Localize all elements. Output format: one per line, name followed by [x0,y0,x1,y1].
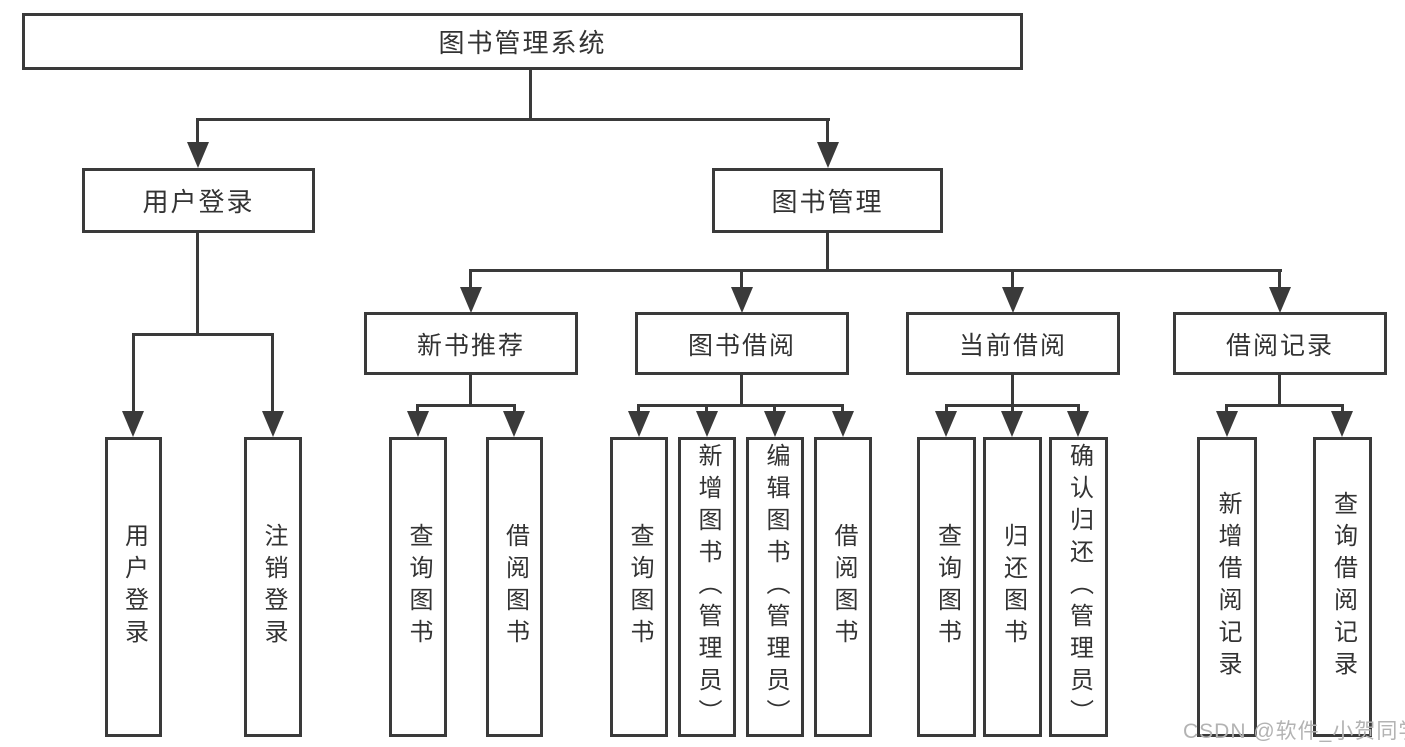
connector-line [1011,404,1014,414]
section-label: 当前借阅 [958,331,1067,360]
leaf-box-query-borrow-record: 查询借阅记录 [1313,437,1372,737]
section-box-current-borrow: 当前借阅 [906,312,1120,375]
connector-line [637,404,843,407]
connector-line [132,333,273,336]
leaf-label: 查询图书 [933,523,961,651]
connector-line [469,269,1282,272]
connector-line [705,404,708,414]
connector-line [416,404,515,407]
arrow-down-icon [1001,411,1023,437]
leaf-box-query-books-recommend: 查询图书 [389,437,447,737]
leaf-label: 新增图书（管理员） [694,443,721,731]
arrow-down-icon [1216,411,1238,437]
leaf-label: 确认归还（管理员） [1065,443,1093,731]
leaf-label: 借阅图书 [501,523,529,651]
leaf-label: 编辑图书（管理员） [762,443,789,731]
leaf-label: 查询图书 [626,523,653,651]
connector-line [416,404,419,414]
connector-line [1341,404,1344,414]
connector-line [132,333,135,414]
leaf-box-query-books: 查询图书 [610,437,668,737]
leaf-label: 查询图书 [405,523,432,651]
connector-line [1225,404,1228,414]
arrow-down-icon [1331,411,1353,437]
leaf-label: 注销登录 [260,523,287,651]
arrow-down-icon [817,142,839,168]
connector-line [826,118,829,145]
leaf-box-user-login: 用户登录 [105,437,162,737]
arrow-down-icon [122,411,144,437]
connector-line [196,118,199,145]
connector-line [826,233,829,272]
leaf-box-logout: 注销登录 [244,437,302,737]
arrow-down-icon [187,142,209,168]
root-label: 图书管理系统 [438,28,607,58]
leaf-label: 查询借阅记录 [1329,491,1357,683]
connector-line [637,404,640,414]
connector-line [196,118,830,121]
watermark-text: CSDN @软件_小贺同学 [1183,720,1405,743]
leaf-box-confirm-return-admin: 确认归还（管理员） [1049,437,1108,737]
branch-box-user-login: 用户登录 [82,168,315,233]
connector-line [469,375,472,407]
connector-line [529,70,532,121]
connector-line [469,269,472,290]
arrow-down-icon [832,411,854,437]
arrow-down-icon [407,411,429,437]
leaf-label: 新增借阅记录 [1214,491,1241,683]
arrow-down-icon [1002,287,1024,313]
connector-line [1225,404,1343,407]
leaf-box-edit-books-admin: 编辑图书（管理员） [746,437,804,737]
leaf-box-borrow-books-recommend: 借阅图书 [486,437,543,737]
branch-label: 图书管理 [771,187,884,217]
arrow-down-icon [1269,287,1291,313]
leaf-box-query-books-current: 查询图书 [917,437,976,737]
section-label: 借阅记录 [1225,331,1334,360]
leaf-label: 借阅图书 [830,523,857,651]
connector-line [513,404,516,414]
arrow-down-icon [628,411,650,437]
connector-line [1011,269,1014,290]
connector-line [1011,375,1014,407]
connector-line [1278,269,1281,290]
arrow-down-icon [503,411,525,437]
leaf-box-add-borrow-record: 新增借阅记录 [1197,437,1257,737]
arrow-down-icon [696,411,718,437]
connector-line [196,233,199,336]
arrow-down-icon [1067,411,1089,437]
section-box-book-borrow: 图书借阅 [635,312,849,375]
arrow-down-icon [460,287,482,313]
branch-label: 用户登录 [142,187,255,217]
connector-line [841,404,844,414]
leaf-box-borrow-books: 借阅图书 [814,437,872,737]
connector-line [271,333,274,414]
section-label: 图书借阅 [687,331,796,360]
connector-line [1077,404,1080,414]
connector-line [740,375,743,407]
leaf-label: 归还图书 [999,523,1027,651]
connector-line [945,404,948,414]
arrow-down-icon [764,411,786,437]
leaf-box-add-books-admin: 新增图书（管理员） [678,437,736,737]
root-box: 图书管理系统 [22,13,1023,70]
leaf-box-return-books: 归还图书 [983,437,1042,737]
section-box-new-book-recommend: 新书推荐 [364,312,578,375]
section-box-borrow-records: 借阅记录 [1173,312,1387,375]
branch-box-book-management: 图书管理 [712,168,943,233]
arrow-down-icon [731,287,753,313]
section-label: 新书推荐 [416,331,525,360]
leaf-label: 用户登录 [120,523,148,651]
connector-line [740,269,743,290]
connector-line [773,404,776,414]
connector-line [1278,375,1281,407]
arrow-down-icon [262,411,284,437]
arrow-down-icon [935,411,957,437]
